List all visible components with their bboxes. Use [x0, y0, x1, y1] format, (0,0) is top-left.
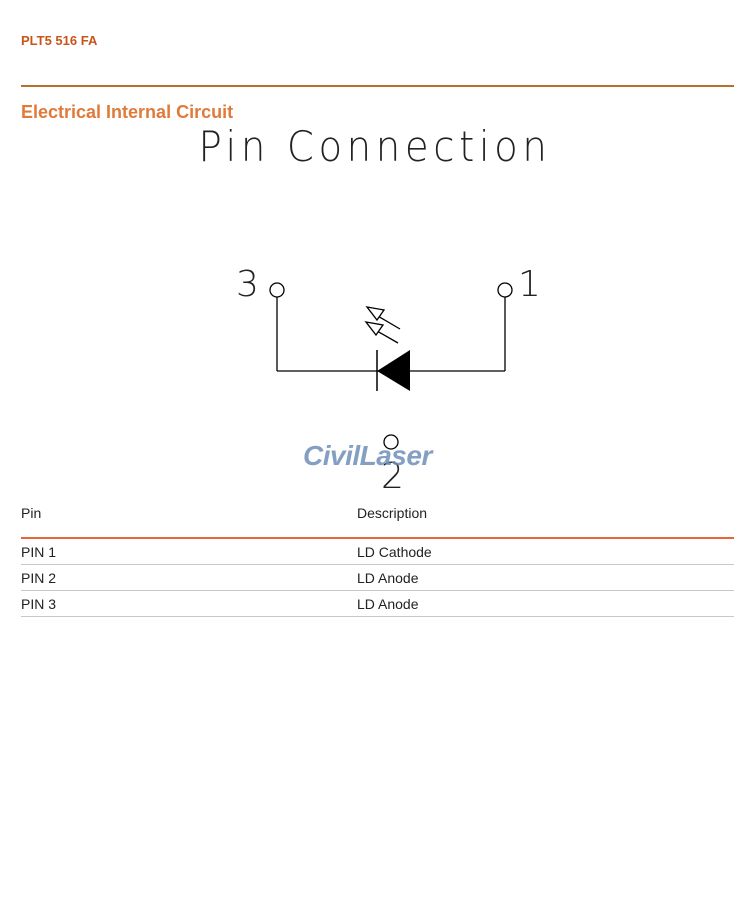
table-header-description: Description — [357, 500, 734, 539]
section-title: Electrical Internal Circuit — [21, 102, 234, 122]
product-code: PLT5 516 FA — [21, 33, 98, 48]
table-cell-description: LD Anode — [357, 590, 734, 617]
pin3-terminal — [269, 282, 285, 298]
pin3-label: 3 — [236, 264, 259, 305]
pin1-terminal — [497, 282, 513, 298]
pin-table: Pin Description PIN 1 LD Cathode PIN 2 L… — [21, 500, 734, 617]
table-cell-pin: PIN 3 — [21, 590, 357, 617]
pin2-terminal — [383, 434, 399, 450]
table-cell-description: LD Cathode — [357, 538, 734, 565]
table-cell-description: LD Anode — [357, 564, 734, 591]
table-row: PIN 3 LD Anode — [21, 590, 734, 617]
light-emission-arrows-icon — [364, 306, 401, 344]
table-header-row: Pin Description — [21, 500, 734, 539]
laser-diode-icon — [377, 350, 410, 391]
pin1-label: 1 — [518, 264, 541, 305]
table-cell-pin: PIN 2 — [21, 564, 357, 591]
table-header-pin: Pin — [21, 500, 357, 539]
table-cell-pin: PIN 1 — [21, 538, 357, 565]
pin2-label: 2 — [381, 456, 404, 497]
diagram-title: Pin Connection — [198, 122, 552, 171]
table-row: PIN 1 LD Cathode — [21, 538, 734, 565]
table-row: PIN 2 LD Anode — [21, 564, 734, 591]
civillaser-watermark: CivilLaser — [303, 440, 432, 471]
header-divider — [21, 85, 734, 87]
